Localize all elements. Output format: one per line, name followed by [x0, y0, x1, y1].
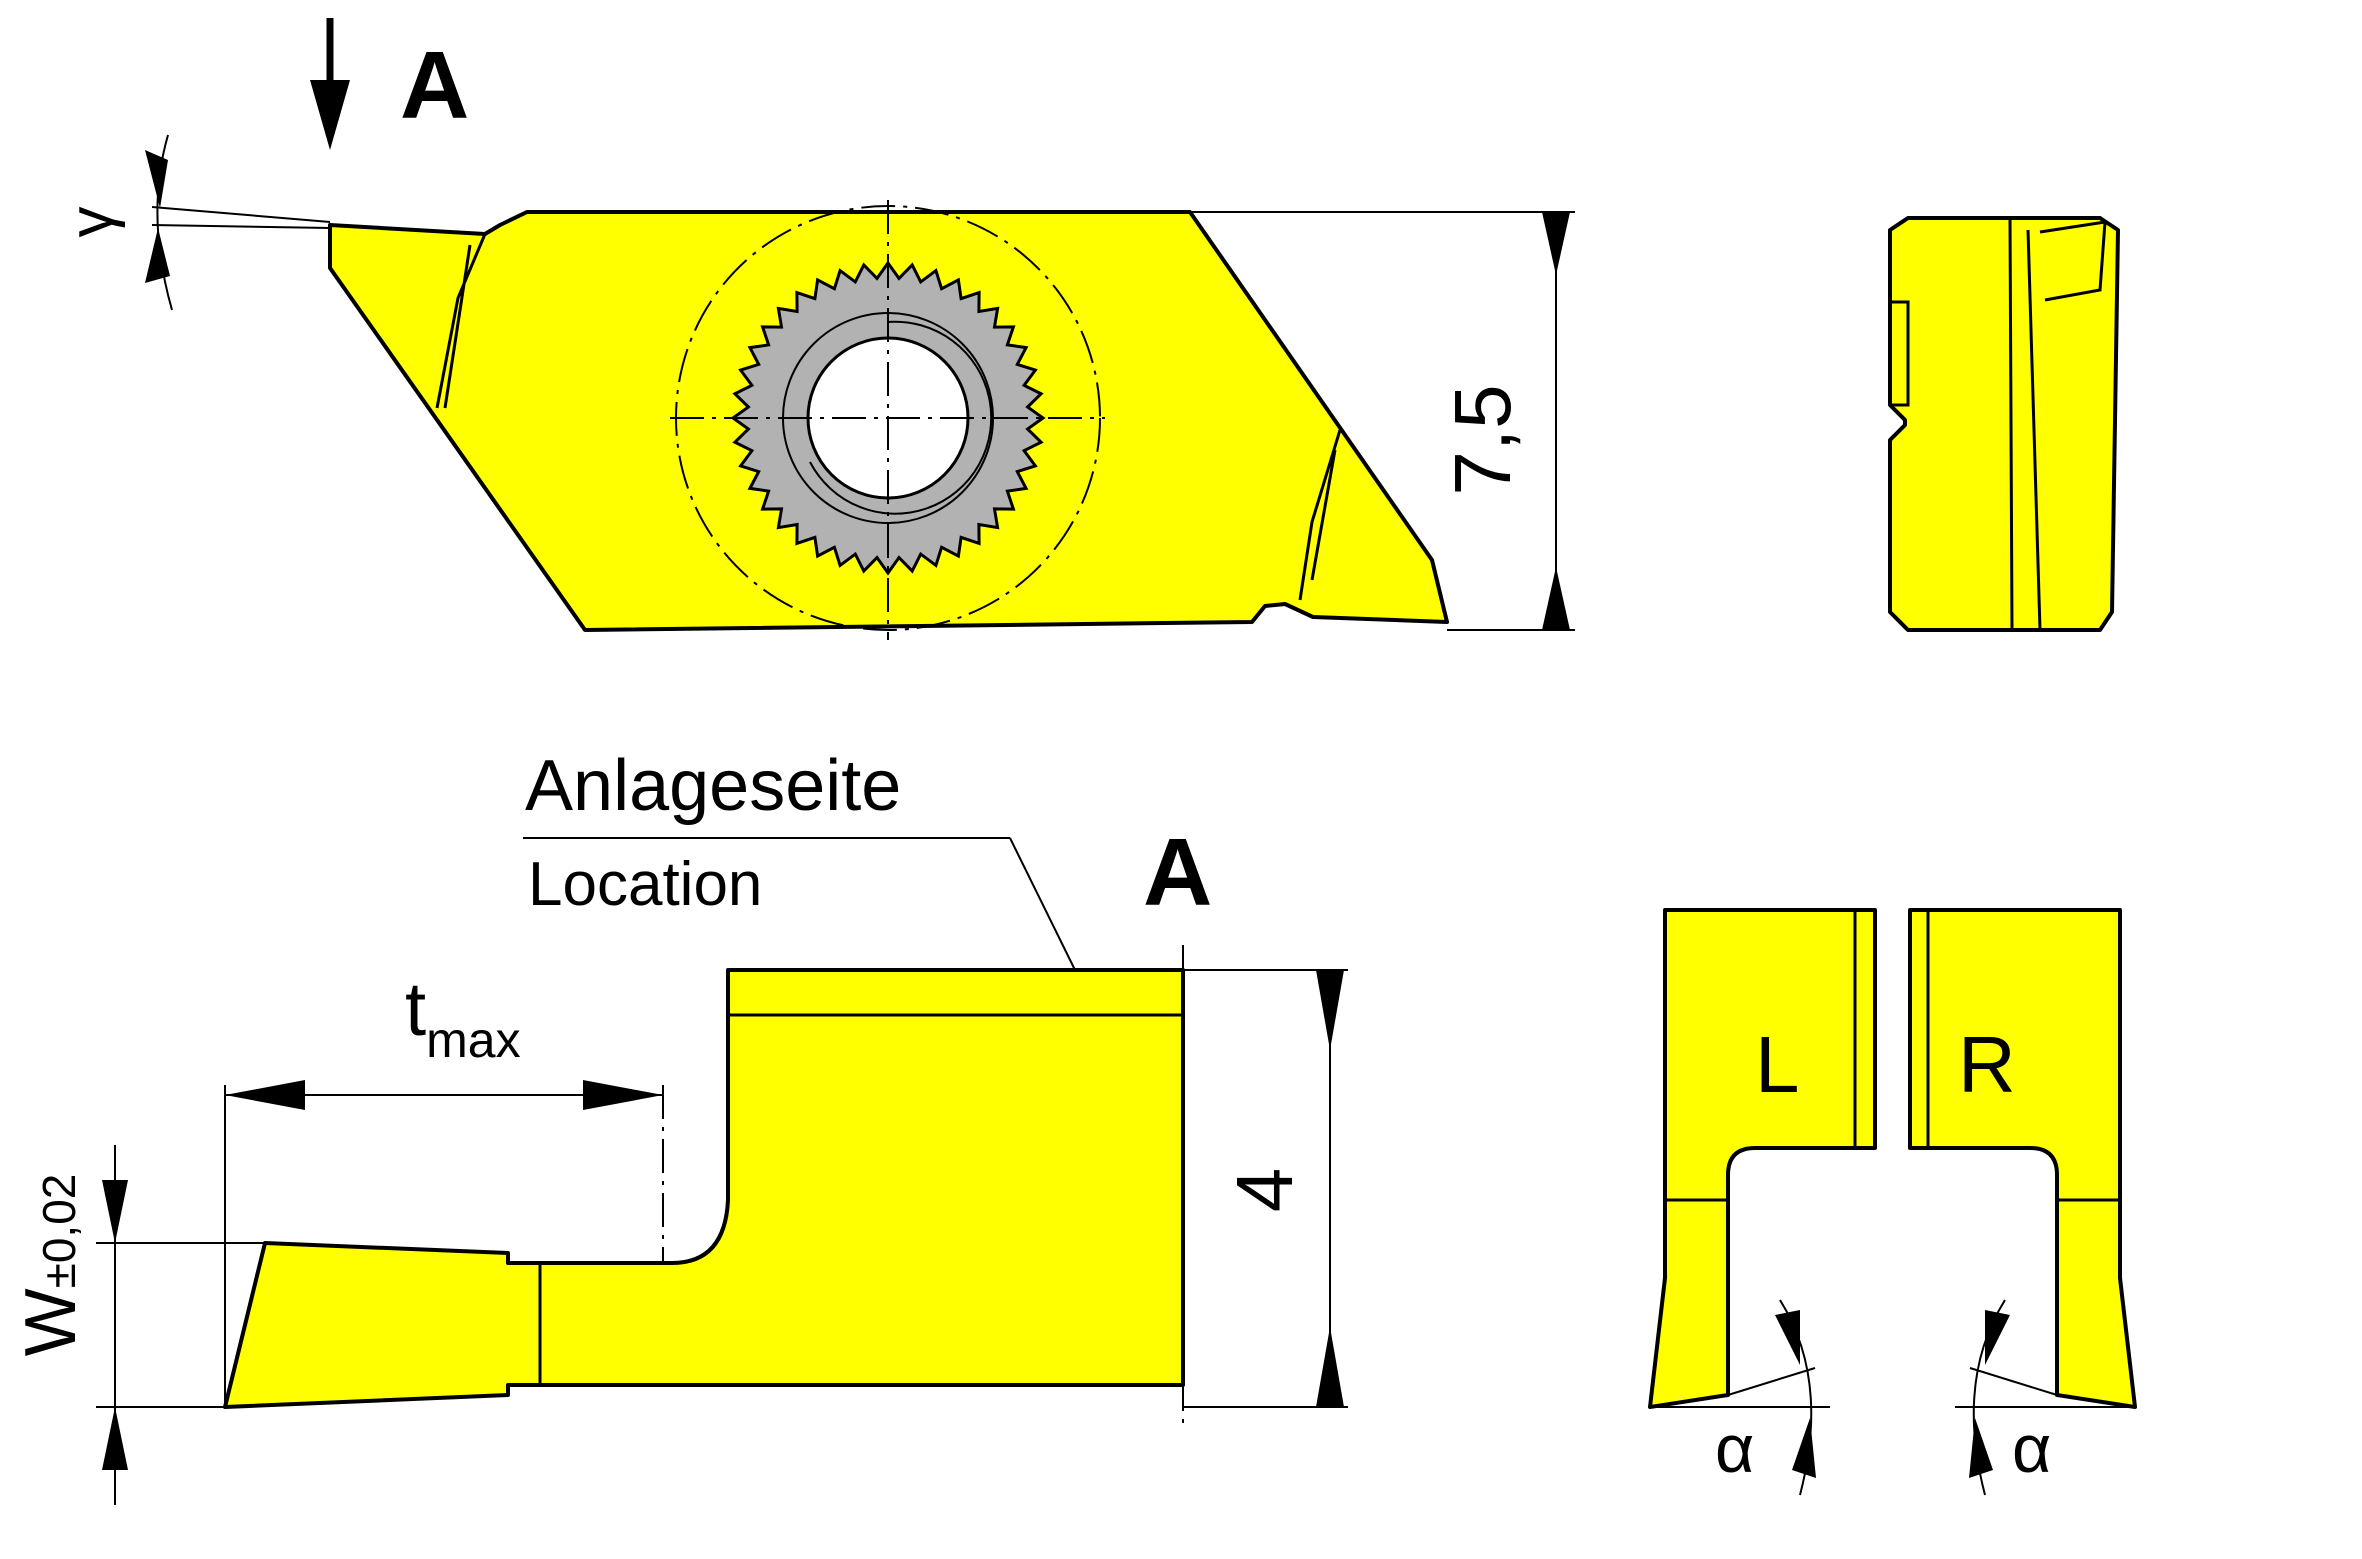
location-label-en: Location [528, 850, 762, 919]
side-view-body [1888, 216, 2120, 632]
depth-dimension [224, 1080, 664, 1405]
right-hand-label: R [1958, 1020, 2016, 1109]
left-hand-view [1648, 908, 1877, 1409]
left-hand-body [1648, 908, 1877, 1409]
height-dimension [1190, 211, 1575, 631]
side-view-groove [1890, 300, 1910, 407]
top-view-chipbreaker-right [1298, 429, 1342, 601]
width-dimension [96, 1145, 265, 1505]
clearance-angle-left [1650, 1299, 1830, 1496]
clearance-angle-left-label: α [1715, 1411, 1754, 1487]
depth-label: tmax [405, 967, 521, 1068]
bottom-view-insert-body [223, 968, 1185, 1409]
side-width-label: 4 [1220, 1168, 1309, 1213]
location-leader [523, 837, 1076, 971]
serration-spiral [809, 320, 993, 515]
right-hand-body [1908, 908, 2137, 1409]
width-label: W±0,02 [11, 1174, 91, 1357]
height-dimension-label: 7,5 [1438, 384, 1527, 495]
view-label-a-top: A [400, 32, 469, 139]
bottom-view [223, 968, 1185, 1409]
side-width-dimension [1183, 969, 1348, 1408]
width-label-base: W [11, 1288, 91, 1356]
left-hand-label: L [1755, 1020, 1800, 1109]
rake-angle-label: γ [57, 207, 126, 238]
clearance-angle-right [1955, 1299, 2135, 1496]
depth-label-base: t [405, 967, 426, 1052]
rake-angle-dimension [145, 134, 331, 311]
location-label-de: Anlageseite [525, 746, 901, 826]
depth-label-subscript: max [426, 1012, 520, 1068]
top-view [328, 200, 1449, 640]
view-label-a-bottom: A [1143, 819, 1212, 926]
side-view-rake [2008, 217, 2107, 631]
width-label-tolerance: ±0,02 [33, 1174, 85, 1289]
top-view-chipbreaker-left [435, 233, 487, 409]
clearance-angle-right-label: α [2012, 1411, 2051, 1487]
side-view [1888, 216, 2120, 632]
right-hand-view [1908, 908, 2137, 1409]
view-arrow-top [310, 18, 350, 150]
